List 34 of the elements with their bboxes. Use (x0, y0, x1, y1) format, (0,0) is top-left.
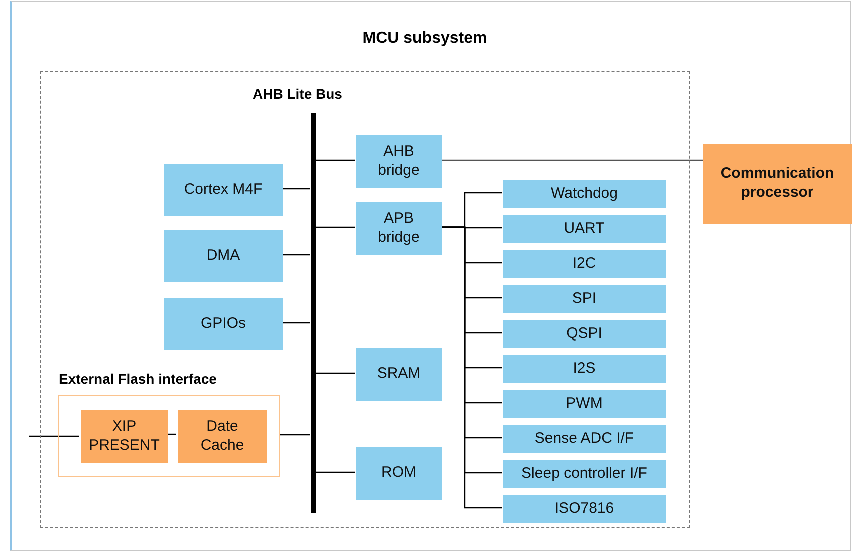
bus-label: AHB Lite Bus (253, 86, 342, 104)
dashed-boundary (40, 71, 690, 528)
block-box: Sleep controller I/F (503, 460, 666, 488)
group-heading: External Flash interface (59, 371, 217, 388)
block-box: Watchdog (503, 180, 666, 208)
block-box: ROM (356, 447, 442, 500)
block-box: Communication processor (703, 144, 852, 224)
block-box: XIP PRESENT (81, 410, 168, 463)
connector-line (282, 188, 310, 190)
connector-line (282, 322, 310, 324)
connector-line (441, 160, 703, 162)
connector-line (279, 434, 310, 436)
block-box: I2S (503, 355, 666, 383)
connector-line (315, 472, 355, 474)
block-box: Date Cache (178, 410, 267, 463)
block-box: ISO7816 (503, 495, 666, 523)
connector-line (282, 254, 310, 256)
diagram-title: MCU subsystem (362, 30, 488, 48)
block-box: SRAM (356, 348, 442, 401)
block-box: UART (503, 215, 666, 243)
block-box: APB bridge (356, 202, 442, 255)
block-box: SPI (503, 285, 666, 313)
block-box: Cortex M4F (164, 164, 283, 216)
block-box: GPIOs (164, 298, 283, 350)
block-box: I2C (503, 250, 666, 278)
block-box: DMA (164, 230, 283, 282)
block-box: AHB bridge (356, 135, 442, 188)
connector-line (29, 436, 79, 438)
connector-line (315, 226, 355, 228)
block-box: Sense ADC I/F (503, 425, 666, 453)
block-box: PWM (503, 390, 666, 418)
block-box: QSPI (503, 320, 666, 348)
connector-line (315, 372, 355, 374)
connector-line (315, 160, 355, 162)
